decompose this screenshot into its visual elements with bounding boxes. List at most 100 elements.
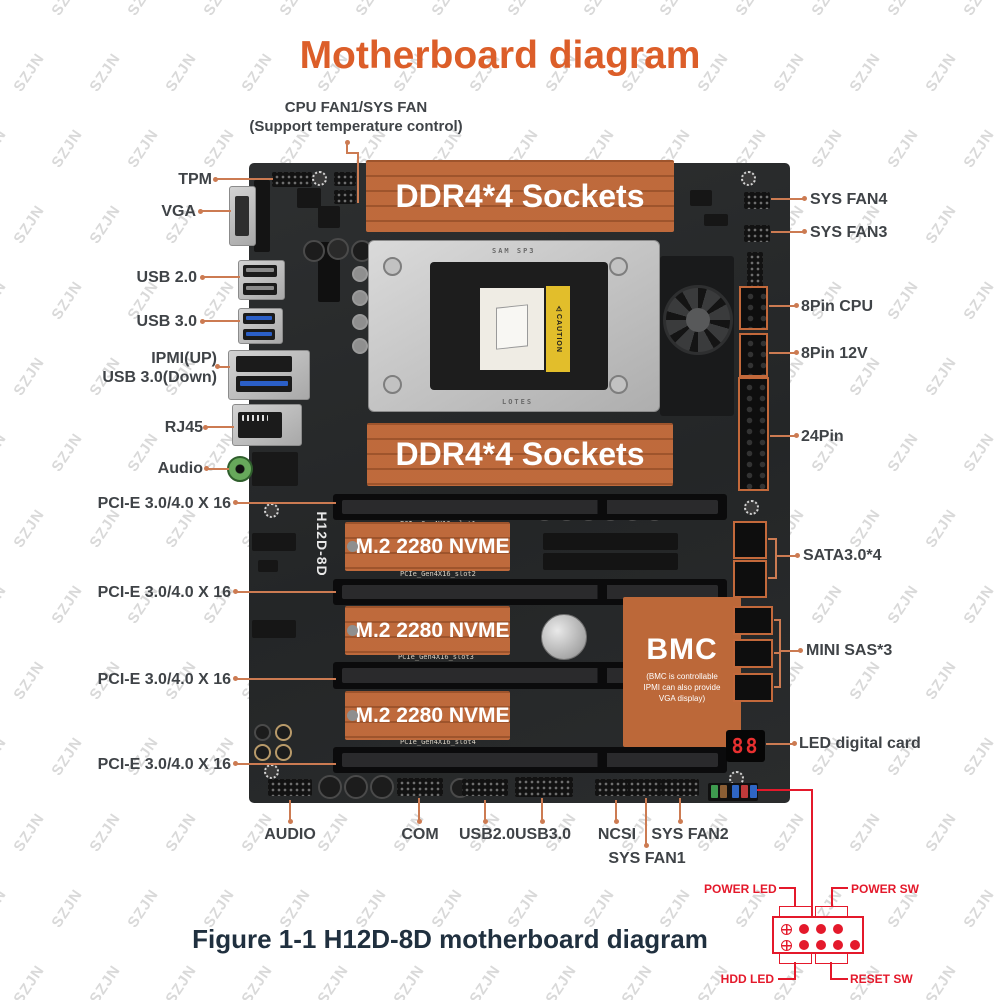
leader-line	[774, 652, 781, 654]
leader-dot	[204, 466, 209, 471]
watermark-text: SZJN	[86, 810, 125, 855]
ic-chip	[318, 206, 340, 228]
watermark-text: SZJN	[48, 582, 87, 627]
pcie-slot-4-label: PCIe_Gen4X16_slot4	[400, 738, 476, 746]
leader-line	[645, 798, 647, 846]
leader-line	[769, 352, 798, 354]
audio-jack	[227, 456, 253, 482]
capacitor	[352, 266, 368, 282]
leader-line	[346, 152, 359, 154]
socket-screw	[609, 375, 628, 394]
m2-banner-3-label: M.2 2280 NVME	[355, 703, 510, 727]
watermark-text: SZJN	[884, 126, 923, 171]
vga-backplate	[254, 180, 270, 252]
watermark-text: SZJN	[10, 810, 49, 855]
watermark-text: SZJN	[124, 430, 163, 475]
capacitor	[352, 290, 368, 306]
cpu-fan1-header	[334, 172, 356, 186]
leader-dot	[288, 819, 293, 824]
watermark-text: SZJN	[162, 810, 201, 855]
leader-dot	[802, 229, 807, 234]
capacitor	[275, 724, 292, 741]
watermark-text: SZJN	[960, 0, 998, 19]
watermark-text: SZJN	[960, 734, 999, 779]
watermark-text: SZJN	[10, 202, 49, 247]
watermark-text: SZJN	[808, 582, 847, 627]
leader-dot	[792, 741, 797, 746]
ic-chip	[258, 560, 278, 572]
watermark-text: SZJN	[10, 506, 49, 551]
watermark-text: SZJN	[48, 278, 87, 323]
ic-chip	[690, 190, 712, 206]
pcie-slot-1	[333, 494, 727, 520]
watermark-text: SZJN	[922, 810, 961, 855]
front-panel-pin	[750, 785, 757, 798]
watermark-text: SZJN	[960, 278, 999, 323]
leader-line	[781, 650, 802, 652]
front-panel-pin	[732, 785, 739, 798]
leader-line	[418, 798, 420, 822]
callout-pcie-3: PCI-E 3.0/4.0 X 16	[97, 671, 231, 688]
leader-dot	[200, 275, 205, 280]
m2-screw	[347, 625, 358, 636]
leader-dot	[233, 761, 238, 766]
dimm-strip	[543, 533, 678, 550]
watermark-text: SZJN	[162, 962, 201, 1000]
pin-callout-line	[778, 978, 796, 980]
watermark-text: SZJN	[732, 0, 770, 19]
watermark-text: SZJN	[960, 430, 999, 475]
leader-line	[346, 142, 348, 153]
label-power-led: POWER LED	[704, 882, 777, 896]
minisas-connector-3	[733, 673, 773, 702]
watermark-text: SZJN	[466, 962, 505, 1000]
usb3-down-tongue	[240, 381, 288, 386]
watermark-text: SZJN	[922, 202, 961, 247]
watermark-text: SZJN	[808, 0, 846, 19]
watermark-text: SZJN	[352, 0, 390, 19]
bmc-sub3: VGA display)	[658, 694, 706, 703]
watermark-text: SZJN	[390, 962, 429, 1000]
pin	[799, 940, 809, 950]
leader-line	[484, 800, 486, 822]
atx-24pin-connector	[738, 377, 769, 491]
pin	[799, 924, 809, 934]
leader-line	[236, 502, 336, 504]
watermark-text: SZJN	[200, 278, 239, 323]
callout-vga: VGA	[161, 203, 196, 220]
leader-line	[769, 305, 798, 307]
com-header	[397, 778, 443, 796]
callout-cpu-fan-line2: (Support temperature control)	[249, 118, 463, 135]
watermark-text: SZJN	[0, 126, 11, 171]
usb2-header	[462, 779, 508, 796]
leader-dot	[678, 819, 683, 824]
warning-icon: ⚠	[555, 305, 562, 315]
leader-dot	[483, 819, 488, 824]
leader-line	[206, 426, 234, 428]
leader-line	[203, 320, 240, 322]
pin-callout-line	[831, 887, 833, 907]
callout-pcie-4: PCI-E 3.0/4.0 X 16	[97, 756, 231, 773]
callout-pcie-1: PCI-E 3.0/4.0 X 16	[97, 495, 231, 512]
leader-line	[768, 577, 777, 579]
mounting-hole	[312, 171, 327, 186]
watermark-text: SZJN	[48, 126, 87, 171]
leader-line	[357, 152, 359, 203]
watermark-text: SZJN	[960, 886, 999, 931]
audio-front-header	[268, 779, 312, 796]
leader-line	[236, 591, 336, 593]
callout-bottom-com: COM	[401, 826, 439, 843]
pin	[833, 924, 843, 934]
callout-bottom-usb2: USB2.0	[458, 826, 516, 843]
leader-dot	[794, 433, 799, 438]
leader-line	[289, 800, 291, 822]
pin-callout-line	[831, 887, 848, 889]
front-panel-pin	[720, 785, 727, 798]
capacitor	[344, 775, 368, 799]
pin-bracket	[779, 952, 812, 964]
watermark-text: SZJN	[922, 506, 961, 551]
minisas-connector-1	[733, 606, 773, 635]
callout-bottom-usb3: USB3.0	[514, 826, 572, 843]
watermark-text: SZJN	[48, 886, 87, 931]
bmc-block: BMC (BMC is controllable IPMI can also p…	[623, 597, 741, 747]
watermark-text: SZJN	[428, 0, 466, 19]
